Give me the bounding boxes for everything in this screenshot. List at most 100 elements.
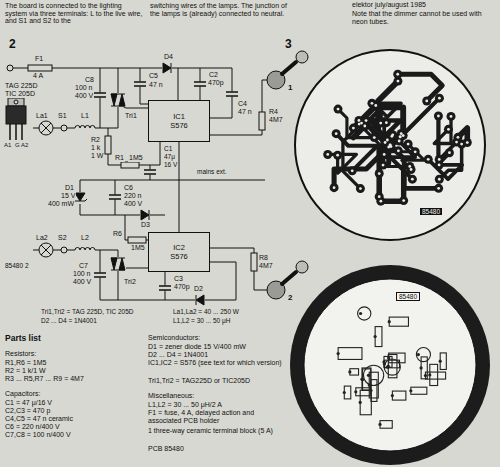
pcb-hole	[460, 143, 463, 146]
pcb-pad	[348, 166, 357, 175]
pcb-pad	[354, 390, 357, 393]
pcb-hole	[378, 195, 381, 198]
part-label: Tri1	[124, 112, 138, 120]
pcb-pad	[387, 356, 390, 359]
part-label: C2	[208, 71, 219, 79]
part-label: L2	[80, 234, 90, 242]
schematic-path	[10, 124, 22, 140]
pcb-pad	[435, 175, 444, 184]
board-number: 85480	[420, 208, 442, 215]
pcb-pad	[361, 378, 364, 381]
schematic-use	[110, 93, 126, 107]
ic-label: S576	[170, 252, 188, 261]
pcb-hole	[400, 132, 403, 135]
pcb-pad	[408, 175, 417, 184]
pcb-track	[434, 116, 451, 143]
pcb-pad	[388, 320, 391, 323]
part-label: F1	[34, 55, 44, 63]
pcb-hole	[337, 108, 340, 111]
schematic-use	[108, 195, 122, 200]
pcb-pad	[399, 196, 408, 205]
pcb-pad	[367, 99, 376, 108]
pcb-pad	[424, 155, 433, 164]
pcb-hole	[358, 123, 361, 126]
pcb-pad	[424, 374, 427, 377]
schematic-path	[80, 180, 265, 215]
value-label: 4M7	[258, 262, 274, 270]
pcb-pad	[434, 184, 443, 193]
pcb-pad	[330, 183, 339, 192]
pcb-pad	[376, 119, 385, 128]
value-label: 1M5	[130, 244, 146, 252]
schematic-use	[39, 243, 53, 257]
pcb-pad	[411, 147, 420, 156]
parts-list-line: 1 three-way ceramic terminal block (5 A)	[148, 427, 284, 435]
pcb-hole	[411, 178, 414, 181]
parts-list-line: C6 = 220 n/400 V	[5, 423, 60, 431]
pcb-pad	[387, 365, 390, 368]
schematic-circle	[295, 50, 485, 240]
pcb-pad	[420, 366, 423, 369]
board-number: 85480	[396, 292, 420, 301]
component-outline	[384, 359, 400, 375]
pcb-pad	[370, 133, 379, 142]
pcb-hole	[466, 141, 469, 144]
part-label: C7	[78, 262, 89, 270]
pcb-hole	[385, 121, 388, 124]
pcb-hole	[407, 143, 410, 146]
pcb-pad	[386, 365, 389, 368]
schematic-circle	[290, 265, 490, 465]
pcb-pad	[447, 112, 456, 121]
parts-list-line: R2 = 1 k/1 W	[5, 367, 46, 375]
parts-list-line: C2,C3 = 470 p	[5, 407, 50, 415]
component-outline	[338, 348, 362, 360]
pcb-hole	[425, 100, 428, 103]
schematic-use	[225, 92, 239, 97]
pcb-pad	[369, 389, 372, 392]
schematic-use	[110, 257, 126, 271]
value-label: 16 V	[163, 161, 178, 168]
pcb-pad	[368, 383, 371, 386]
value-label: 100 n	[72, 270, 92, 278]
pcb-hole	[398, 140, 401, 143]
pcb-hole	[437, 115, 440, 118]
pcb-hole	[410, 168, 413, 171]
pcb-hole	[438, 178, 441, 181]
value-label: 47 n	[237, 108, 253, 116]
parts-list-line: C7,C8 = 100 n/400 V	[5, 431, 71, 439]
pcb-pad	[332, 129, 341, 138]
pcb-hole	[438, 158, 441, 161]
pcb-hole	[386, 139, 389, 142]
part-label: D1	[64, 184, 75, 192]
parts-list-line: D1 = zener diode 15 V/400 mW	[148, 343, 246, 351]
schematic-use	[93, 93, 107, 98]
pcb-hole	[365, 119, 368, 122]
pcb-hole	[336, 154, 339, 157]
schematic-use	[162, 62, 172, 74]
pcb-pad	[376, 197, 385, 206]
parts-list-line: PCB 85480	[148, 445, 184, 453]
body-text: The board is connected to the lighting s…	[5, 2, 143, 25]
pcb-component-side	[290, 265, 490, 465]
value-label: 47 n	[148, 81, 164, 89]
parts-list-line: D2 ... D4 = 1N4001	[148, 351, 208, 359]
pcb-hole	[351, 169, 354, 172]
schematic-use	[195, 294, 205, 306]
part-label: C1	[163, 145, 173, 152]
pcb-hole	[382, 164, 385, 167]
schematic-path	[210, 80, 267, 135]
figure-number: 2	[8, 38, 17, 51]
pcb-pad	[435, 94, 444, 103]
pcb-hole	[427, 158, 430, 161]
ic-box: IC2S576	[148, 232, 210, 272]
pcb-pad	[348, 370, 351, 373]
component-outline	[358, 307, 371, 320]
pcb-track-side	[295, 50, 485, 240]
pcb-pad	[380, 150, 389, 159]
pcb-hole	[450, 115, 453, 118]
figure-number: 2	[287, 294, 293, 303]
value-label: mains ext.	[196, 168, 228, 175]
value-label: TAG 225D	[4, 82, 39, 90]
pcb-hole	[447, 128, 450, 131]
